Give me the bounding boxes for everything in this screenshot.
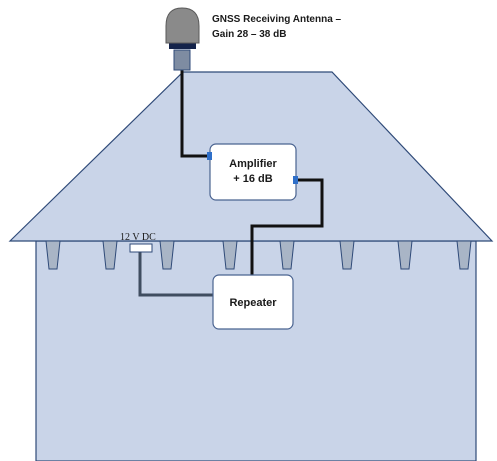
amplifier-box	[209, 143, 297, 201]
eave-brackets	[45, 240, 472, 270]
repeater-box	[212, 274, 294, 330]
eave-bracket	[222, 240, 238, 270]
power-cable	[138, 250, 213, 297]
eave-bracket	[102, 240, 118, 270]
eave-bracket	[159, 240, 175, 270]
amplifier-input-connector	[207, 152, 212, 160]
eave-bracket	[45, 240, 61, 270]
amplifier-gain-label: + 16 dB	[233, 173, 272, 185]
power-label: 12 V DC	[120, 232, 156, 243]
eave-bracket	[456, 240, 472, 270]
antenna-label-line2: Gain 28 – 38 dB	[212, 29, 286, 40]
repeater-label: Repeater	[229, 297, 277, 309]
eave-bracket	[397, 240, 413, 270]
amplifier-to-repeater-cable	[250, 178, 324, 276]
power-supply-plug	[129, 243, 153, 253]
eave-bracket	[339, 240, 355, 270]
amplifier-output-connector	[293, 176, 298, 184]
antenna-label-line1: GNSS Receiving Antenna –	[212, 14, 342, 25]
building-wall	[35, 240, 477, 461]
eave-bracket	[279, 240, 295, 270]
antenna-cable	[180, 68, 210, 158]
amplifier-label: Amplifier	[229, 158, 277, 170]
gnss-antenna-icon	[165, 7, 200, 71]
